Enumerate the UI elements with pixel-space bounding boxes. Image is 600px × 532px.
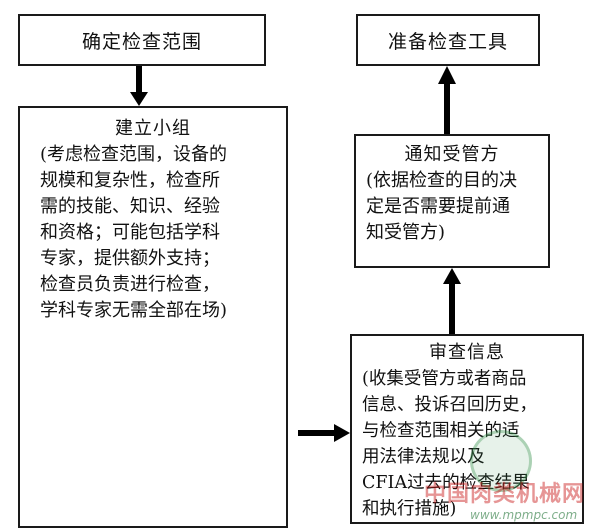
- arrow-review-to-notify: [443, 268, 461, 334]
- prepare-tools-box: 准备检查工具: [356, 14, 540, 66]
- define-scope-title: 确定检查范围: [81, 30, 202, 53]
- review-info-line: 和执行措施): [362, 499, 457, 519]
- form-team-line: 规模和复杂性，检查所: [40, 170, 220, 191]
- define-scope-box: 确定检查范围: [18, 14, 266, 66]
- form-team-line: 需的技能、知识、经验: [40, 196, 220, 217]
- notify-party-title: 通知受管方: [404, 144, 500, 165]
- form-team-box: 建立小组 (考虑检查范围，设备的 规模和复杂性，检查所 需的技能、知识、经验 和…: [18, 106, 288, 528]
- form-team-line: 专家，提供额外支持；: [40, 248, 220, 269]
- arrow-scope-to-team: [130, 66, 148, 106]
- review-info-line: 与检查范围相关的适: [362, 421, 520, 441]
- notify-party-box: 通知受管方 (依据检查的目的决 定是否需要提前通 知受管方): [354, 134, 550, 268]
- notify-party-description: (依据检查的目的决 定是否需要提前通 知受管方): [356, 168, 548, 246]
- watermark-url: www.mpmpc.com: [470, 508, 578, 522]
- review-info-box: 审查信息 (收集受管方或者商品 信息、投诉召回历史， 与检查范围相关的适 用法律…: [350, 334, 584, 524]
- review-info-description: (收集受管方或者商品 信息、投诉召回历史， 与检查范围相关的适 用法律法规以及 …: [352, 366, 582, 522]
- review-info-title: 审查信息: [429, 342, 505, 363]
- form-team-line: (考虑检查范围，设备的: [40, 144, 228, 165]
- prepare-tools-title: 准备检查工具: [387, 30, 508, 53]
- notify-party-line: 知受管方): [366, 222, 446, 243]
- arrow-team-to-review: [298, 424, 350, 442]
- arrow-notify-to-tools: [438, 66, 456, 134]
- review-info-line: 用法律法规以及: [362, 447, 485, 467]
- form-team-line: 学科专家无需全部在场): [40, 300, 228, 321]
- watermark-site-name: 中国肉类机械网: [424, 482, 586, 507]
- review-info-line: 信息、投诉召回历史，: [362, 395, 537, 415]
- form-team-line: 和资格；可能包括学科: [40, 222, 220, 243]
- watermark-logo-icon: [470, 430, 532, 492]
- form-team-line: 检查员负责进行检查，: [40, 274, 220, 295]
- notify-party-line: (依据检查的目的决: [366, 170, 518, 191]
- notify-party-line: 定是否需要提前通: [366, 196, 510, 217]
- form-team-title: 建立小组: [115, 118, 191, 139]
- review-info-line: (收集受管方或者商品: [362, 369, 527, 389]
- form-team-description: (考虑检查范围，设备的 规模和复杂性，检查所 需的技能、知识、经验 和资格；可能…: [20, 142, 286, 324]
